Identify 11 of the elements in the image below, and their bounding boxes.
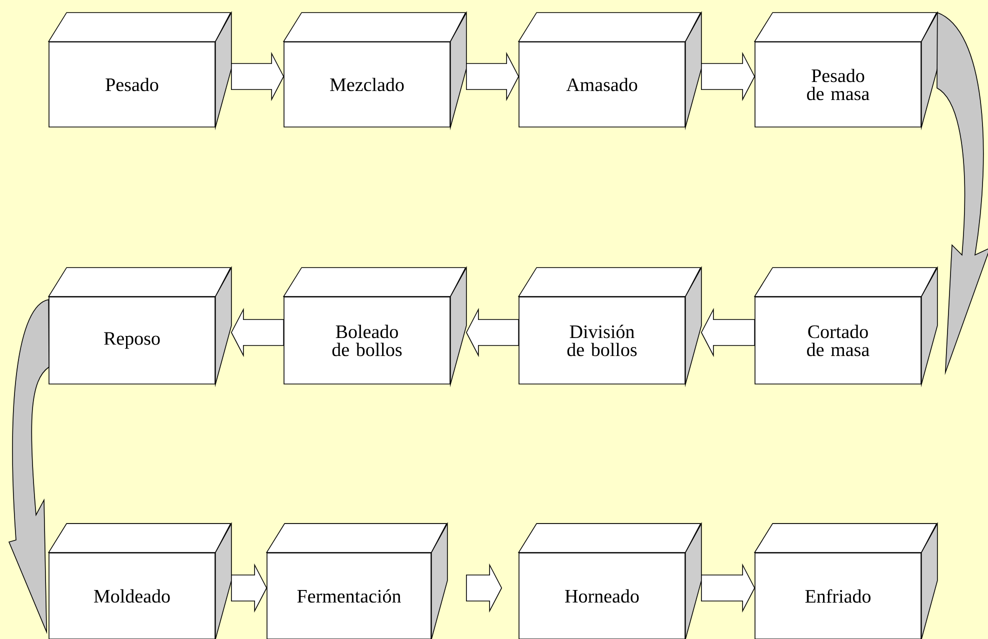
- curved-arrow: [8, 299, 50, 632]
- block-arrow: [700, 308, 755, 358]
- block-arrow: [231, 52, 284, 102]
- block-arrow: [701, 563, 756, 613]
- block-arrow: [466, 308, 519, 358]
- curved-arrow: [936, 12, 988, 373]
- block-arrow: [466, 52, 520, 102]
- block-arrow: [701, 52, 756, 102]
- block-arrow: [466, 563, 502, 613]
- block-arrow: [230, 308, 284, 358]
- block-arrow: [231, 563, 268, 613]
